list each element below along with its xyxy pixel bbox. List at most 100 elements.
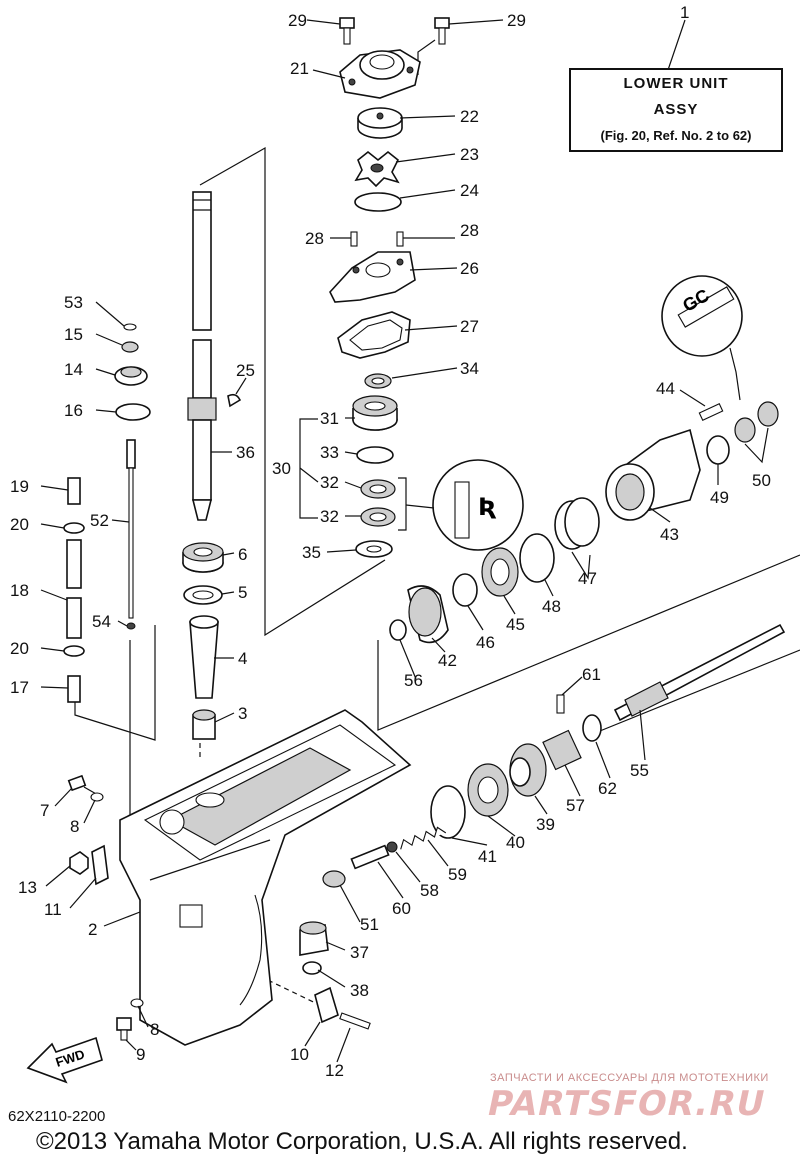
circlip-53 [123,323,137,331]
watermark-tagline: ЗАПЧАСТИ И АКСЕССУАРЫ ДЛЯ МОТОТЕХНИКИ [490,1072,769,1084]
callout-57: 57 [566,796,585,815]
diagram-code: 62X2110-2200 [8,1108,106,1125]
assembly-reference-box: LOWER UNIT ASSY (Fig. 20, Ref. No. 2 to … [569,68,783,152]
callout-40: 40 [506,833,525,852]
assembly-title-line1: LOWER UNIT [623,75,729,92]
outer-plate-cartridge-26 [329,251,416,303]
callout-17: 17 [10,678,29,697]
callout-26: 26 [460,259,479,278]
callout-32-lower: 32 [320,507,339,526]
water-pump-housing-21 [339,49,421,99]
callout-37: 37 [350,943,369,962]
anode-11 [91,844,109,886]
screw-9 [116,1017,132,1041]
callout-19: 19 [10,477,29,496]
callout-29-left: 29 [288,11,307,30]
grommet-19 [67,477,81,505]
callout-25: 25 [236,361,255,380]
watermark-site: PARTSFOR.RU [483,1084,770,1124]
callout-46: 46 [476,633,495,652]
nut-38 [302,961,322,975]
callout-7: 7 [40,801,49,820]
bolt-29-left [339,17,355,45]
callout-60: 60 [392,899,411,918]
oil-seal-32-lower [360,507,396,527]
oil-seal-32-upper [360,479,396,499]
oil-seal-50-pair [734,401,779,464]
oil-seal-housing-6 [182,542,224,573]
ball-bearing-40 [467,763,509,817]
callout-24: 24 [460,181,479,200]
shift-rod-52 [126,439,136,630]
shift-plunger-60 [350,844,390,870]
dowel-pin-28-right [396,231,404,247]
gear-42 [407,585,449,644]
grommet-17 [67,675,81,703]
callout-30: 30 [272,459,291,478]
callout-50: 50 [752,471,771,490]
fwd-arrow-icon: FWD [26,1036,103,1084]
callout-62: 62 [598,779,617,798]
o-ring-33 [356,446,394,464]
ball-bearing-45 [481,547,519,597]
callout-28-right: 28 [460,221,479,240]
drive-shaft-36 [187,191,217,521]
o-ring-47-pair [554,497,600,580]
callout-45: 45 [506,615,525,634]
callout-12: 12 [325,1061,344,1080]
clip-20-upper [63,522,85,534]
callout-38: 38 [350,981,369,1000]
callout-20-lower: 20 [10,639,29,658]
callout-51: 51 [360,915,379,934]
bolt-12 [339,1012,371,1030]
callout-52: 52 [90,511,109,530]
callout-2: 2 [88,920,97,939]
oil-seal-34 [364,373,392,389]
water-tube-18 [66,539,82,639]
insert-cartridge-22 [357,107,403,139]
grease-detail-circle-top: GC [661,275,743,401]
callout-5: 5 [238,583,247,602]
callout-21: 21 [290,59,309,78]
callout-1: 1 [680,3,689,22]
dowel-pin-28-left [350,231,358,247]
circlip-56 [389,619,407,641]
callout-8-lower: 8 [150,1020,159,1039]
callout-41: 41 [478,847,497,866]
callout-43: 43 [660,525,679,544]
callout-14: 14 [64,360,83,379]
assembly-reference: (Fig. 20, Ref. No. 2 to 62) [600,128,752,143]
o-ring-48 [519,533,555,583]
callout-36: 36 [236,443,255,462]
callout-11: 11 [44,900,62,919]
shim-41 [430,785,466,839]
callout-34: 34 [460,359,479,378]
ball-58 [386,841,398,853]
callout-16: 16 [64,401,83,420]
washer-8-lower [130,998,144,1008]
callout-10: 10 [290,1045,309,1064]
svg-text:Ʀ: Ʀ [478,493,497,521]
callout-33: 33 [320,443,339,462]
callout-47: 47 [578,569,597,588]
callout-31: 31 [320,409,339,428]
grease-detail-circle: Ʀ [405,459,524,551]
pinion-37 [299,921,329,956]
callout-9: 9 [136,1045,145,1064]
washer-8-upper [90,792,104,802]
callout-56: 56 [404,671,423,690]
propeller-shaft-55 [613,623,786,722]
clip-20-lower [63,645,85,657]
o-ring-16 [115,403,151,421]
callout-48: 48 [542,597,561,616]
callout-22: 22 [460,107,479,126]
callout-20-upper: 20 [10,515,29,534]
callout-27: 27 [460,317,479,336]
callout-55: 55 [630,761,649,780]
cap-51 [322,870,346,888]
bearing-3 [192,709,216,740]
callout-6: 6 [238,545,247,564]
spring-59 [400,826,447,850]
callout-32-upper: 32 [320,473,339,492]
